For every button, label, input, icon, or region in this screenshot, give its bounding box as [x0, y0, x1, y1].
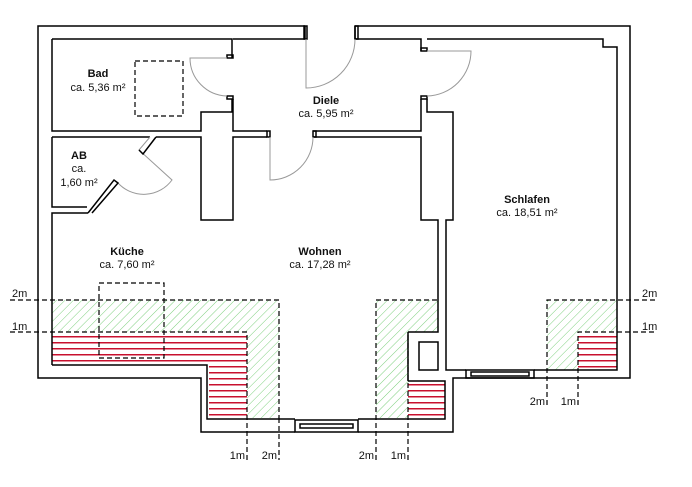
- dim-bottom-mid-2m: 2m: [359, 450, 374, 462]
- dim-left-1m: 1m: [12, 321, 27, 333]
- interior-walls: [52, 99, 547, 381]
- room-area: ca. 7,60 m²: [99, 259, 154, 271]
- room-area-line2: 1,60 m²: [60, 177, 98, 189]
- dimension-labels: 2m 1m 2m 1m 1m 2m 2m 1m 2m 1m: [12, 288, 657, 462]
- zone-1m-lines: [52, 333, 617, 419]
- room-name: Wohnen: [298, 246, 341, 258]
- room-name: Schlafen: [504, 194, 550, 206]
- room-area: ca. 5,95 m²: [298, 108, 353, 120]
- room-name: Küche: [110, 246, 144, 258]
- dim-bottom-left-2m: 2m: [262, 450, 277, 462]
- room-area: ca. 17,28 m²: [289, 259, 350, 271]
- dim-bottom-right-2m: 2m: [530, 396, 545, 408]
- zone-2m-hatch: [52, 300, 617, 418]
- dim-right-1m: 1m: [642, 321, 657, 333]
- room-label-ab: AB ca. 1,60 m²: [60, 150, 98, 189]
- door-jambs: [226, 25, 428, 138]
- room-name: Bad: [88, 68, 109, 80]
- dim-bottom-right-1m: 1m: [561, 396, 576, 408]
- windows: [294, 369, 535, 433]
- dim-left-2m: 2m: [12, 288, 27, 300]
- outer-walls: [37, 25, 631, 433]
- room-name: Diele: [313, 95, 339, 107]
- dim-right-2m: 2m: [642, 288, 657, 300]
- room-area: ca. 18,51 m²: [496, 207, 557, 219]
- room-name: AB: [71, 150, 87, 162]
- door-swings: [87, 38, 472, 214]
- dimension-lines: [10, 299, 657, 460]
- dim-bottom-left-1m: 1m: [230, 450, 245, 462]
- bathtub-outline: [134, 60, 184, 117]
- dim-bottom-mid-1m: 1m: [391, 450, 406, 462]
- room-label-bad: Bad ca. 5,36 m²: [70, 68, 125, 94]
- room-label-diele: Diele ca. 5,95 m²: [298, 95, 353, 120]
- room-label-wohnen: Wohnen ca. 17,28 m²: [289, 246, 350, 271]
- room-label-kueche: Küche ca. 7,60 m²: [99, 246, 154, 271]
- kitchen-counter-outline: [98, 282, 165, 359]
- room-area-line1: ca.: [72, 163, 87, 175]
- room-label-schlafen: Schlafen ca. 18,51 m²: [496, 194, 557, 219]
- room-area: ca. 5,36 m²: [70, 82, 125, 94]
